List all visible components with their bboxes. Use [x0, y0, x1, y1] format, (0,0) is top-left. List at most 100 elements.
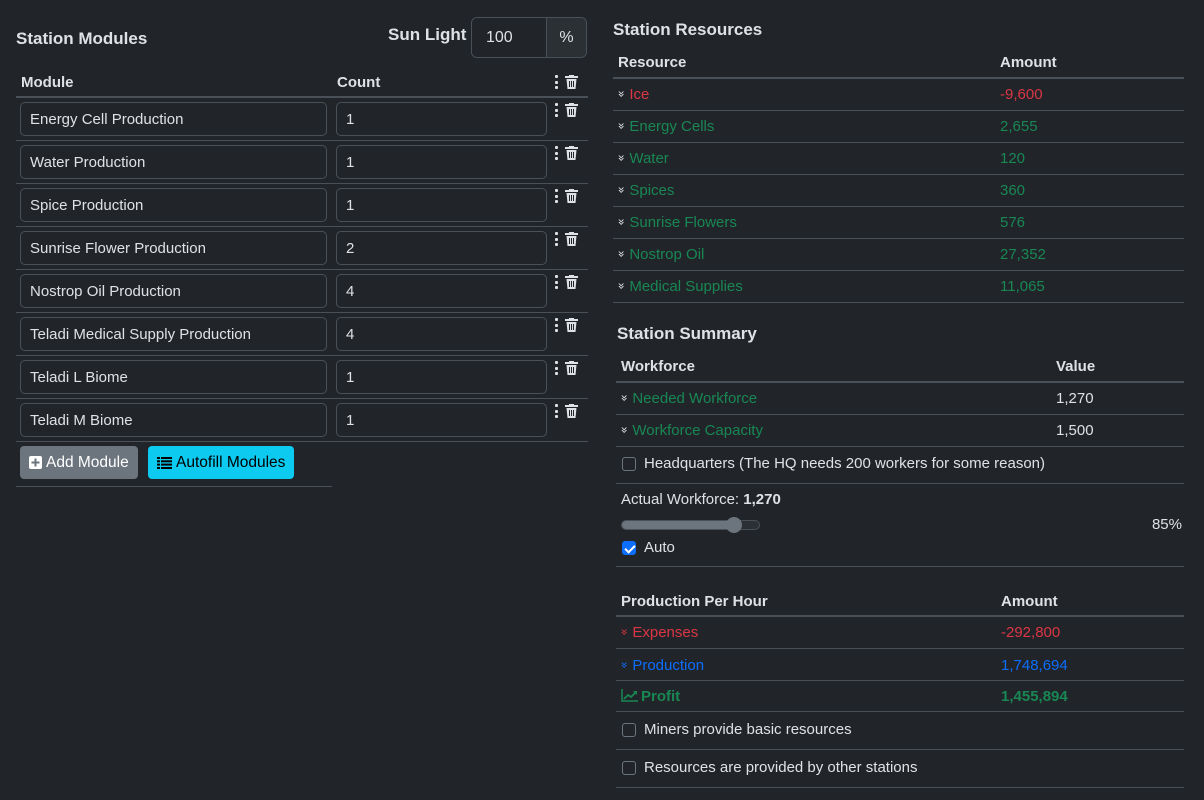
slider-fill [622, 521, 732, 529]
trash-icon[interactable] [565, 189, 578, 203]
module-count-input[interactable] [336, 231, 547, 265]
miners-row: Miners provide basic resources [616, 712, 1184, 750]
expenses-row[interactable]: »Expenses -292,800 [616, 617, 1184, 649]
resource-row[interactable]: »Ice -9,600 [613, 79, 1184, 111]
column-count: Count [337, 74, 381, 91]
miners-checkbox[interactable] [622, 723, 636, 738]
chevron-double-down-icon[interactable]: » [614, 250, 629, 258]
module-name-input[interactable] [20, 274, 327, 308]
production-table: Production Per Hour Amount »Expenses -29… [616, 585, 1184, 788]
trash-icon[interactable] [565, 361, 578, 375]
production-row[interactable]: »Production 1,748,694 [616, 649, 1184, 681]
production-value: 1,748,694 [1001, 657, 1068, 674]
more-options-icon[interactable] [553, 361, 559, 375]
trash-icon[interactable] [565, 75, 578, 89]
sun-light-unit: % [547, 18, 586, 57]
more-options-icon[interactable] [553, 189, 559, 203]
module-name-input[interactable] [20, 102, 327, 136]
module-name-input[interactable] [20, 231, 327, 265]
module-count-input[interactable] [336, 403, 547, 437]
workforce-table-header: Workforce Value [616, 351, 1184, 383]
production-table-header: Production Per Hour Amount [616, 585, 1184, 617]
chevron-double-down-icon[interactable]: » [614, 154, 629, 162]
more-options-icon[interactable] [553, 404, 559, 418]
resource-amount: 576 [1000, 214, 1026, 231]
trash-icon[interactable] [565, 232, 578, 246]
resource-name: Energy Cells [629, 118, 715, 135]
chevron-double-down-icon[interactable]: » [617, 661, 632, 669]
module-count-input[interactable] [336, 145, 547, 179]
module-count-input[interactable] [336, 188, 547, 222]
trash-icon[interactable] [565, 103, 578, 117]
auto-checkbox[interactable] [622, 541, 636, 556]
resource-row[interactable]: »Medical Supplies 11,065 [613, 271, 1184, 303]
resource-row[interactable]: »Water 120 [613, 143, 1184, 175]
actual-workforce-value: 1,270 [743, 491, 781, 508]
modules-table-header: Module Count [16, 67, 588, 98]
module-count-input[interactable] [336, 274, 547, 308]
more-options-icon[interactable] [553, 275, 559, 289]
add-module-label: Add Module [46, 453, 129, 471]
more-options-icon[interactable] [553, 232, 559, 246]
resource-amount: 2,655 [1000, 118, 1038, 135]
module-row [16, 270, 588, 313]
station-summary-title: Station Summary [617, 324, 757, 343]
headquarters-checkbox[interactable] [622, 457, 636, 472]
workforce-row[interactable]: »Workforce Capacity 1,500 [616, 415, 1184, 447]
module-count-input[interactable] [336, 102, 547, 136]
more-options-icon[interactable] [553, 103, 559, 117]
resource-row[interactable]: »Spices 360 [613, 175, 1184, 207]
workforce-slider[interactable] [621, 517, 760, 533]
module-count-input[interactable] [336, 317, 547, 351]
module-row [16, 98, 588, 141]
module-row [16, 399, 588, 442]
workforce-row[interactable]: »Needed Workforce 1,270 [616, 383, 1184, 415]
needed-workforce-value: 1,270 [1056, 390, 1094, 407]
autofill-modules-button[interactable]: Autofill Modules [148, 446, 295, 479]
add-module-button[interactable]: Add Module [20, 446, 138, 479]
module-count-input[interactable] [336, 360, 547, 394]
chevron-double-down-icon[interactable]: » [617, 426, 632, 434]
chevron-double-down-icon[interactable]: » [614, 282, 629, 290]
chevron-double-down-icon[interactable]: » [614, 122, 629, 130]
trash-icon[interactable] [565, 318, 578, 332]
column-resource: Resource [618, 54, 687, 71]
resource-amount: -9,600 [1000, 86, 1043, 103]
column-production-per-hour: Production Per Hour [621, 593, 768, 610]
more-options-icon[interactable] [553, 75, 559, 89]
station-resources-title: Station Resources [613, 20, 763, 39]
actual-workforce-row: Actual Workforce: 1,270 85% Auto [616, 484, 1184, 567]
resource-row[interactable]: »Nostrop Oil 27,352 [613, 239, 1184, 271]
trash-icon[interactable] [565, 275, 578, 289]
other-stations-checkbox[interactable] [622, 761, 636, 776]
column-value: Value [1056, 358, 1096, 375]
more-options-icon[interactable] [553, 146, 559, 160]
resource-name: Sunrise Flowers [629, 214, 737, 231]
chevron-double-down-icon[interactable]: » [614, 90, 629, 98]
module-name-input[interactable] [20, 360, 327, 394]
module-name-input[interactable] [20, 188, 327, 222]
header-actions [553, 75, 578, 89]
chevron-double-down-icon[interactable]: » [614, 218, 629, 226]
resource-name: Water [629, 150, 669, 167]
module-row [16, 227, 588, 270]
trash-icon[interactable] [565, 404, 578, 418]
resource-row[interactable]: »Sunrise Flowers 576 [613, 207, 1184, 239]
sun-light-input[interactable] [472, 18, 547, 57]
module-name-input[interactable] [20, 145, 327, 179]
slider-percent: 85% [1151, 516, 1182, 533]
slider-thumb[interactable] [726, 517, 742, 533]
module-row [16, 313, 588, 356]
resource-row[interactable]: »Energy Cells 2,655 [613, 111, 1184, 143]
module-name-input[interactable] [20, 317, 327, 351]
chevron-double-down-icon[interactable]: » [614, 186, 629, 194]
chevron-double-down-icon[interactable]: » [617, 628, 632, 636]
profit-label: Profit [641, 688, 681, 705]
miners-label: Miners provide basic resources [644, 721, 852, 738]
chevron-double-down-icon[interactable]: » [617, 394, 632, 402]
resources-table: Resource Amount »Ice -9,600 »Energy Cell… [613, 47, 1184, 303]
column-workforce: Workforce [621, 358, 695, 375]
module-name-input[interactable] [20, 403, 327, 437]
trash-icon[interactable] [565, 146, 578, 160]
more-options-icon[interactable] [553, 318, 559, 332]
